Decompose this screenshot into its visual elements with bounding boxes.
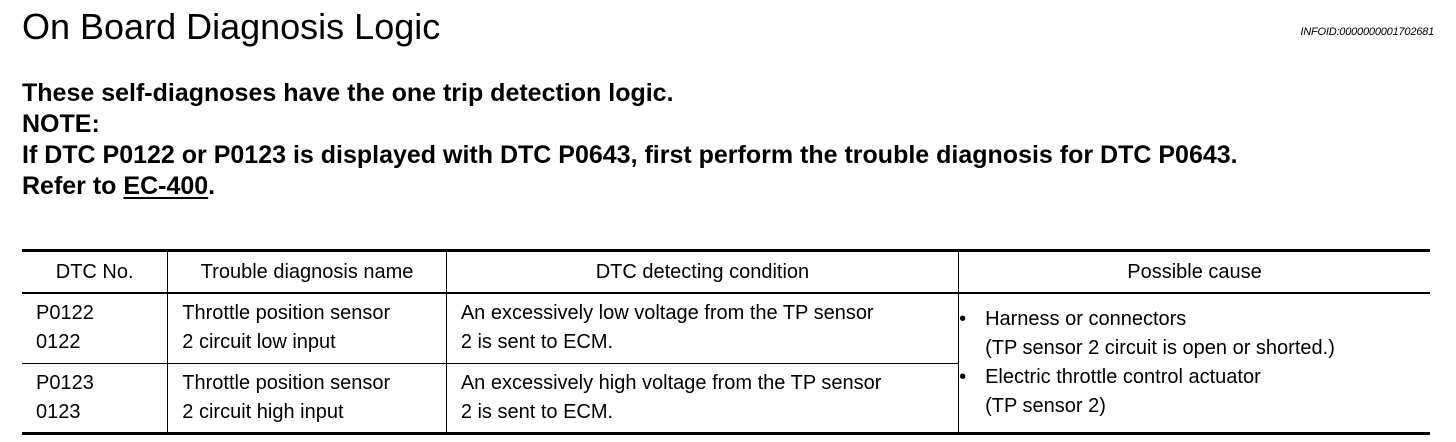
ec-400-link[interactable]: EC-400 bbox=[123, 172, 209, 200]
detecting-condition-cell: An excessively low voltage from the TP s… bbox=[445, 293, 960, 364]
table-row: P0122 0122 Throttle position sensor 2 ci… bbox=[22, 293, 1430, 433]
cause-line: (TP sensor 2) bbox=[985, 394, 1106, 417]
cause-line: (TP sensor 2 circuit is open or shorted.… bbox=[985, 336, 1335, 359]
diagnosis-name-line: Throttle position sensor bbox=[182, 302, 391, 324]
dtc-code-short: 0122 bbox=[36, 331, 81, 353]
diagnosis-name-line: 2 circuit low input bbox=[182, 331, 336, 353]
bullet-icon: • bbox=[959, 365, 967, 388]
table-header-row: DTC No. Trouble diagnosis name DTC detec… bbox=[22, 250, 1430, 293]
detecting-condition-line: An excessively high voltage from the TP … bbox=[460, 371, 882, 394]
diagnosis-name-cell: Throttle position sensor 2 circuit high … bbox=[167, 363, 447, 433]
detecting-condition-line: An excessively low voltage from the TP s… bbox=[460, 302, 874, 324]
refer-suffix: . bbox=[208, 172, 216, 200]
dtc-code-short: 0123 bbox=[36, 400, 81, 423]
detecting-condition-line: 2 is sent to ECM. bbox=[460, 400, 614, 423]
detecting-condition-line: 2 is sent to ECM. bbox=[460, 331, 614, 353]
refer-prefix: Refer to bbox=[22, 172, 124, 200]
dtc-no-cell: P0123 0123 bbox=[22, 363, 169, 433]
cause-line: Electric throttle control actuator bbox=[985, 365, 1261, 388]
cause-line: Harness or connectors bbox=[985, 307, 1187, 330]
detecting-condition-cell: An excessively high voltage from the TP … bbox=[445, 363, 959, 433]
notes-section: These self-diagnoses have the one trip d… bbox=[22, 78, 1238, 202]
dtc-table: DTC No. Trouble diagnosis name DTC detec… bbox=[22, 249, 1430, 435]
header-dtc-no: DTC No. bbox=[22, 250, 169, 293]
diagnosis-name-line: 2 circuit high input bbox=[182, 400, 344, 423]
header-possible-cause: Possible cause bbox=[958, 250, 1430, 293]
header-dtc-detecting-condition: DTC detecting condition bbox=[445, 250, 960, 293]
dtc-p0643-note: If DTC P0122 or P0123 is displayed with … bbox=[22, 141, 1238, 169]
refer-line: Refer to EC-400. bbox=[22, 171, 1238, 202]
list-item: • Harness or connectors (TP sensor 2 cir… bbox=[959, 305, 1430, 363]
diagnosis-name-cell: Throttle position sensor 2 circuit low i… bbox=[167, 293, 447, 364]
header-trouble-diagnosis-name: Trouble diagnosis name bbox=[167, 250, 447, 293]
dtc-code: P0122 bbox=[36, 302, 94, 324]
note-heading: NOTE: bbox=[22, 110, 100, 138]
possible-cause-cell: • Harness or connectors (TP sensor 2 cir… bbox=[958, 293, 1430, 433]
table-row: P0123 0123 Throttle position sensor 2 ci… bbox=[22, 363, 1430, 433]
bullet-icon: • bbox=[959, 307, 967, 330]
diagnosis-name-line: Throttle position sensor bbox=[182, 371, 391, 394]
one-trip-detection-note: These self-diagnoses have the one trip d… bbox=[22, 79, 674, 107]
dtc-code: P0123 bbox=[36, 371, 94, 394]
page-title: On Board Diagnosis Logic bbox=[22, 6, 441, 47]
list-item: • Electric throttle control actuator (TP… bbox=[959, 363, 1430, 421]
possible-cause-list: • Harness or connectors (TP sensor 2 cir… bbox=[959, 305, 1430, 421]
dtc-no-cell: P0122 0122 bbox=[22, 293, 169, 364]
info-id: INFOID:0000000001702681 bbox=[1300, 26, 1434, 38]
